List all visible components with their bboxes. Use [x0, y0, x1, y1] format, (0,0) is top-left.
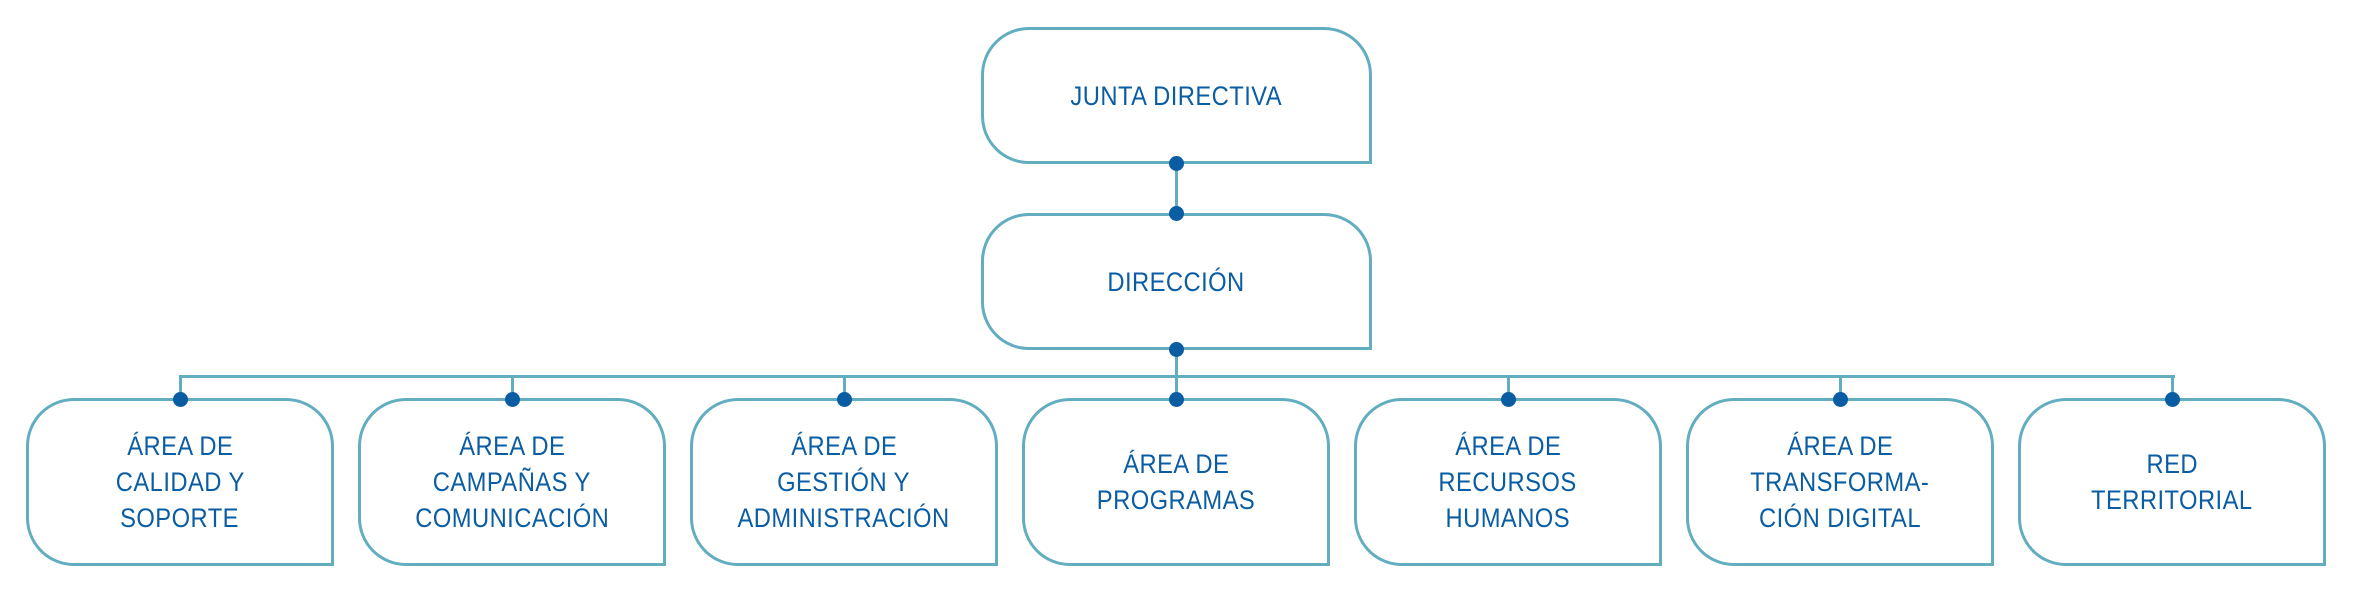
node-label: ADMINISTRACIÓN	[737, 503, 951, 533]
node-label: ÁREA DE	[126, 431, 234, 461]
connector-director-bus	[1175, 349, 1178, 398]
connector-dot	[1168, 155, 1184, 171]
node-label: CALIDAD Y	[115, 467, 245, 497]
connector-area	[511, 376, 514, 398]
node-area-recursos-humanos: ÁREA DE RECURSOS HUMANOS	[1354, 398, 1662, 566]
node-label: ÁREA DE	[1786, 431, 1894, 461]
node-label: SOPORTE	[120, 503, 240, 533]
node-area-transformacion-digital: ÁREA DE TRANSFORMA- CIÓN DIGITAL	[1686, 398, 1994, 566]
node-label: DIRECCIÓN	[1107, 266, 1246, 297]
connector-top-director	[1175, 163, 1178, 213]
connector-dot	[504, 391, 520, 407]
node-label: CIÓN DIGITAL	[1759, 503, 1921, 533]
node-label: PROGRAMAS	[1096, 485, 1256, 515]
node-label: CAMPAÑAS Y	[432, 467, 592, 497]
node-label: ÁREA DE	[1122, 449, 1230, 479]
connector-dot	[836, 391, 852, 407]
node-label: GESTIÓN Y	[777, 467, 911, 497]
node-direccion: DIRECCIÓN	[981, 213, 1372, 350]
connector-dot	[1168, 391, 1184, 407]
connector-dot	[1168, 341, 1184, 357]
node-area-campanas-comunicacion: ÁREA DE CAMPAÑAS Y COMUNICACIÓN	[358, 398, 666, 566]
node-label: RECURSOS	[1438, 467, 1578, 497]
node-area-red-territorial: RED TERRITORIAL	[2018, 398, 2326, 566]
node-junta-directiva: JUNTA DIRECTIVA	[981, 27, 1372, 164]
connector-dot	[1832, 391, 1848, 407]
connector-area	[179, 376, 182, 398]
node-label: ÁREA DE	[458, 431, 566, 461]
connector-area	[2171, 376, 2174, 398]
connector-area	[1507, 376, 1510, 398]
node-area-gestion-administracion: ÁREA DE GESTIÓN Y ADMINISTRACIÓN	[690, 398, 998, 566]
node-label: ÁREA DE	[1454, 431, 1562, 461]
connector-dot	[1168, 205, 1184, 221]
node-area-calidad-soporte: ÁREA DE CALIDAD Y SOPORTE	[26, 398, 334, 566]
node-label: ÁREA DE	[790, 431, 898, 461]
node-label: JUNTA DIRECTIVA	[1070, 80, 1283, 111]
node-label: COMUNICACIÓN	[414, 503, 610, 533]
node-area-programas: ÁREA DE PROGRAMAS	[1022, 398, 1330, 566]
connector-area	[1175, 376, 1178, 398]
node-label: TERRITORIAL	[2091, 485, 2253, 515]
node-label: TRANSFORMA-	[1750, 467, 1930, 497]
node-label: RED	[2146, 449, 2198, 479]
connector-dot	[2164, 391, 2180, 407]
connector-dot	[172, 391, 188, 407]
connector-area	[843, 376, 846, 398]
connector-dot	[1500, 391, 1516, 407]
connector-area	[1839, 376, 1842, 398]
node-label: HUMANOS	[1445, 503, 1571, 533]
